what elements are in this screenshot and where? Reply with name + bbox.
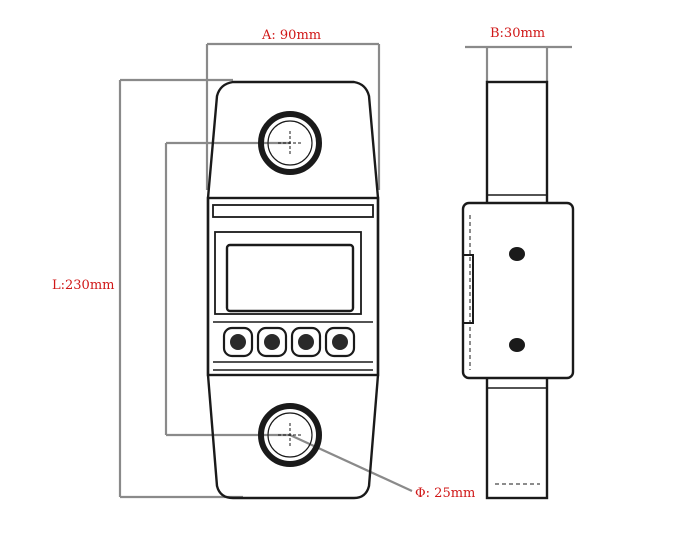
side-display-edge [462, 254, 474, 324]
side-view [461, 80, 575, 500]
width-label: A: 90mm [261, 28, 321, 43]
length-label: L:230mm [52, 278, 114, 293]
front-view [206, 80, 380, 500]
side-screw-bottom [509, 338, 525, 352]
side-screw-top [509, 247, 525, 261]
dimension-labels: A: 90mm B:30mm L:230mm Φ: 25mm [52, 26, 545, 501]
top-lifting-hole [258, 111, 322, 175]
keypad-button-1 [222, 326, 254, 358]
diameter-label: Φ: 25mm [415, 486, 475, 501]
keypad-button-2 [256, 326, 288, 358]
display-bezel [214, 231, 362, 315]
keypad-button-3 [290, 326, 322, 358]
dimension-lines [118, 42, 572, 499]
diameter-leader-line [289, 434, 413, 492]
depth-label: B:30mm [490, 26, 545, 41]
keypad-button-4 [324, 326, 356, 358]
display-top-band [212, 204, 374, 218]
bottom-lifting-hole [258, 403, 322, 467]
front-body-outline [206, 80, 380, 500]
display-module-frame [206, 196, 380, 377]
lcd-screen [225, 243, 355, 313]
